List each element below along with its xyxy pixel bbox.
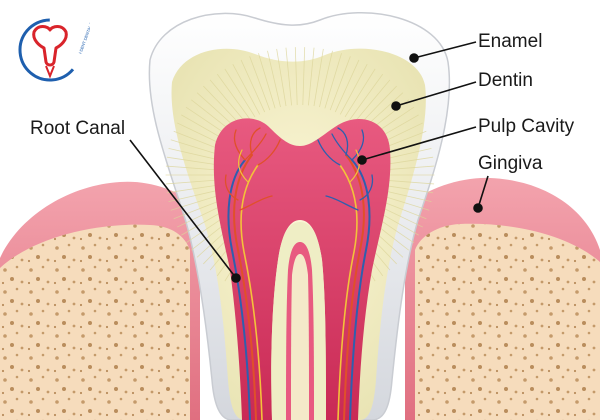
dentin-tubule [224, 68, 256, 118]
dentin-tubule [308, 47, 315, 106]
logo-text: I-DENT DENTAL IMPLANT CENTER [78, 10, 90, 54]
dentin-tubule [240, 59, 266, 113]
label-dentin: Dentin [478, 70, 533, 91]
dentin-tubule [203, 85, 243, 127]
pulp-vessels [224, 127, 374, 420]
dentin-tubule [249, 56, 271, 111]
dentin-tubule [170, 139, 223, 157]
leader-lines [129, 41, 489, 283]
dentin-tubule [302, 47, 306, 106]
dentin-tubule [285, 47, 292, 106]
dentin-tubule [344, 68, 376, 118]
dentin-tubule [349, 73, 384, 121]
dentin-tubule [258, 53, 276, 109]
dentin-tubule [294, 47, 298, 106]
dentin-tubule [339, 63, 368, 115]
label-root-canal: Root Canal [30, 118, 126, 139]
dentin-tubule [168, 189, 222, 203]
dentin-tubule [168, 147, 222, 161]
dentin-tubule [329, 56, 351, 111]
dentin-tubule [216, 73, 251, 121]
dentin-tubule [209, 79, 247, 124]
dentin-tubule [232, 63, 261, 115]
dentin-tubule [324, 53, 342, 109]
dentin-tubule [165, 165, 220, 171]
dentin-tubule [267, 50, 281, 108]
dentin-tubule [353, 79, 391, 124]
label-gingiva: Gingiva [478, 153, 543, 174]
dentin-tubule [334, 59, 360, 113]
dentin-tubule [319, 50, 333, 108]
clinic-logo: I-DENT DENTAL IMPLANT CENTER [18, 10, 90, 82]
dentin-tubule [173, 198, 225, 220]
label-pulp-cavity: Pulp Cavity [478, 116, 575, 137]
dentin-tubule [165, 179, 220, 185]
label-enamel: Enamel [478, 31, 543, 52]
logo-tooth-icon [32, 25, 68, 67]
dentin-tubule [313, 48, 324, 107]
dentin-tubule [166, 184, 221, 194]
dentin-tubule [166, 156, 221, 166]
dentin-tubule [276, 48, 287, 107]
dentin-tubule [170, 193, 223, 211]
